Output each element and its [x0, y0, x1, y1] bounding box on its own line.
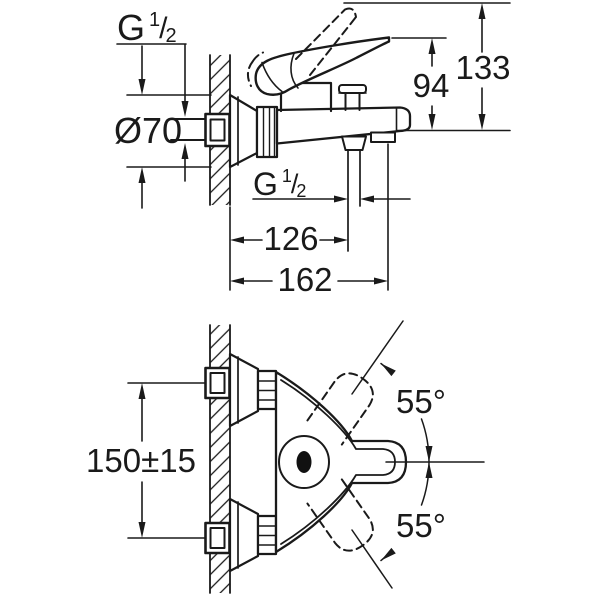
arrowhead: [138, 522, 146, 538]
arrowhead: [181, 101, 189, 117]
arrowhead: [138, 383, 146, 399]
hex-nut-bottom-facets: [258, 525, 276, 546]
arrowhead: [230, 277, 244, 285]
arrowhead: [428, 114, 436, 130]
supply-thread-leader: [116, 43, 187, 182]
arrowhead: [138, 79, 146, 95]
cartridge-block: [279, 81, 333, 113]
lever-handle-contours: [261, 52, 299, 93]
arrowhead: [381, 547, 396, 561]
arrowhead: [230, 236, 244, 244]
dim162-lines: [229, 143, 389, 291]
hex-nut-facets: [262, 107, 276, 157]
dim150-lines: [127, 382, 206, 539]
aerator: [370, 131, 396, 143]
label-mask: [392, 386, 450, 417]
diverter-neck: [344, 92, 361, 111]
lever-raised-dashed: [247, 7, 357, 87]
dim94-label: 94: [413, 67, 450, 104]
dia70-lines: [126, 45, 212, 209]
dim-inlet-spacing: 150±15: [86, 382, 206, 539]
dim-total-projection: 162: [229, 143, 389, 298]
escutcheon: [228, 93, 259, 169]
supply-fitting-inner: [209, 118, 226, 142]
arrowhead: [425, 446, 433, 462]
shower-outlet-collar: [341, 135, 367, 151]
dim133-lines: [343, 2, 511, 132]
dim-spout-reach: 126: [230, 220, 348, 257]
angle-up-label: 55°: [396, 383, 446, 420]
dim-swing-angles: 55° 55°: [351, 320, 485, 589]
dim162-label: 162: [277, 261, 332, 298]
arrowhead: [428, 38, 436, 54]
dim-total-height: 133: [343, 2, 511, 132]
dim-spout-height: 94: [391, 37, 450, 130]
pivot-dot: [296, 451, 312, 473]
dim94-lines: [391, 37, 447, 115]
supply-fitting-top-inner: [209, 372, 226, 394]
arrowhead: [478, 114, 486, 130]
dim150-label: 150±15: [86, 442, 196, 479]
arrowhead: [138, 167, 146, 183]
lever-handle: [254, 36, 391, 96]
hex-nut-top-facets: [258, 380, 276, 401]
shower-outlet-tube: [347, 149, 361, 252]
angle-reference-lines: [351, 320, 485, 589]
dim-escutcheon-diameter: Ø70: [114, 45, 212, 209]
arrowhead: [374, 277, 388, 285]
arrowhead: [334, 195, 348, 203]
arrowhead: [381, 363, 396, 377]
angle-down-label: 55°: [396, 507, 446, 544]
supply-pipe: [170, 118, 206, 141]
supply-fitting-bottom-inner: [209, 527, 226, 549]
escutcheon-bottom: [228, 497, 260, 573]
dia70-label: Ø70: [114, 110, 182, 151]
arrowhead: [181, 143, 189, 159]
plan-view: 55° 55° 150±15: [86, 320, 485, 594]
arrowhead: [425, 462, 433, 478]
arrowhead: [334, 236, 348, 244]
dim133-label: 133: [455, 49, 510, 86]
diverter-knob-cap: [338, 84, 367, 94]
dim126-label: 126: [263, 220, 318, 257]
label-mask: [392, 510, 450, 541]
escutcheon-top: [228, 352, 260, 428]
arrowhead: [478, 3, 486, 19]
arrowhead: [360, 195, 374, 203]
